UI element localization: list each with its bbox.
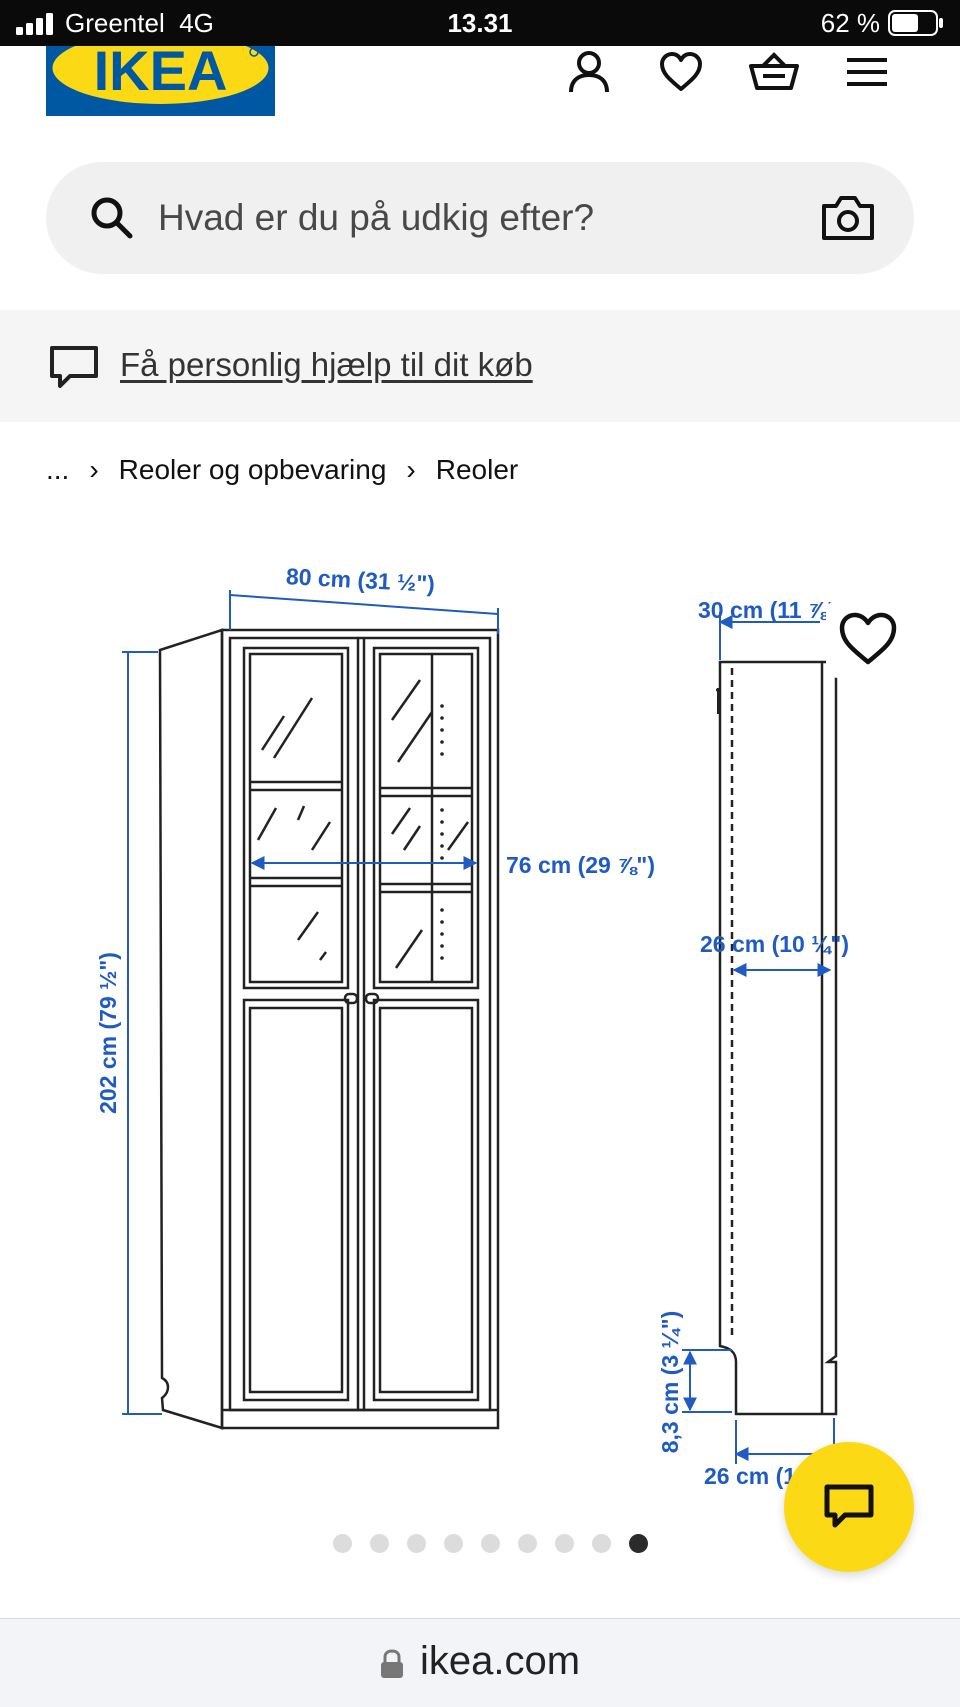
heart-icon[interactable] — [652, 46, 710, 98]
menu-icon[interactable] — [838, 46, 896, 98]
status-bar: Greentel 4G 13.31 62 % — [0, 0, 960, 46]
image-carousel-dots — [0, 1534, 960, 1554]
shelf-peg-holes — [440, 704, 444, 960]
carousel-dot[interactable] — [369, 1534, 389, 1553]
site-header: IKEA — [0, 46, 960, 130]
help-banner: Få personlig hjælp til dit køb — [0, 310, 960, 422]
chat-button[interactable] — [784, 1442, 914, 1572]
ikea-logo[interactable]: IKEA — [46, 46, 275, 116]
chat-icon — [824, 1484, 874, 1528]
carousel-dot[interactable] — [554, 1534, 574, 1553]
carousel-dot[interactable] — [517, 1534, 537, 1553]
cabinet-front-view — [158, 628, 500, 1430]
dimension-width-label: 80 cm (31 ½") — [285, 563, 435, 597]
clock: 13.31 — [447, 8, 513, 38]
profile-icon[interactable] — [560, 46, 618, 98]
carousel-dot[interactable] — [591, 1534, 611, 1553]
breadcrumb-ellipsis[interactable]: ... — [46, 454, 70, 485]
url-text: ikea.com — [420, 1639, 581, 1683]
breadcrumb-item-storage[interactable]: Reoler og opbevaring — [118, 454, 387, 485]
breadcrumb: ... › Reoler og opbevaring › Reoler — [46, 452, 518, 488]
dimension-plinth-label: 8,3 cm (3 ¼") — [657, 1311, 683, 1454]
cabinet-side-view — [716, 660, 838, 1416]
signal-icon — [16, 13, 53, 35]
battery-icon — [888, 10, 943, 36]
favorite-heart-icon[interactable] — [838, 612, 898, 666]
carousel-dot[interactable] — [628, 1534, 648, 1553]
personal-help-link[interactable]: Få personlig hjælp til dit køb — [120, 346, 533, 383]
dimension-depth-label: 30 cm (11 ⅞") — [698, 597, 846, 623]
lock-icon — [381, 1649, 403, 1678]
battery-percent: 62 % — [820, 8, 880, 38]
search-bar[interactable] — [46, 162, 914, 274]
search-icon — [91, 197, 133, 239]
product-dimension-image: 80 cm (31 ½") 202 cm (79 ½") 76 cm (29 ⅞… — [95, 563, 853, 1489]
breadcrumb-item-shelves[interactable]: Reoler — [435, 454, 519, 485]
logo-text: IKEA — [94, 46, 228, 102]
carousel-dot[interactable] — [332, 1534, 352, 1553]
dimension-inner-width-label: 76 cm (29 ⅞") — [506, 852, 655, 878]
breadcrumb-separator: › — [89, 454, 99, 485]
dimension-height-label: 202 cm (79 ½") — [95, 952, 121, 1114]
browser-url-bar[interactable]: ikea.com — [0, 1618, 960, 1707]
carousel-dot[interactable] — [480, 1534, 500, 1553]
dimension-inner-depth-label: 26 cm (10 ¼") — [700, 931, 849, 957]
chat-bubble-icon — [50, 346, 98, 388]
carousel-dot[interactable] — [406, 1534, 426, 1553]
breadcrumb-separator: › — [406, 454, 416, 485]
search-input[interactable] — [158, 162, 758, 274]
camera-icon[interactable] — [820, 192, 876, 244]
network-label: 4G — [179, 8, 214, 38]
carousel-dot[interactable] — [443, 1534, 463, 1553]
carrier-label: Greentel 4G — [65, 8, 214, 38]
basket-icon[interactable] — [745, 46, 803, 98]
